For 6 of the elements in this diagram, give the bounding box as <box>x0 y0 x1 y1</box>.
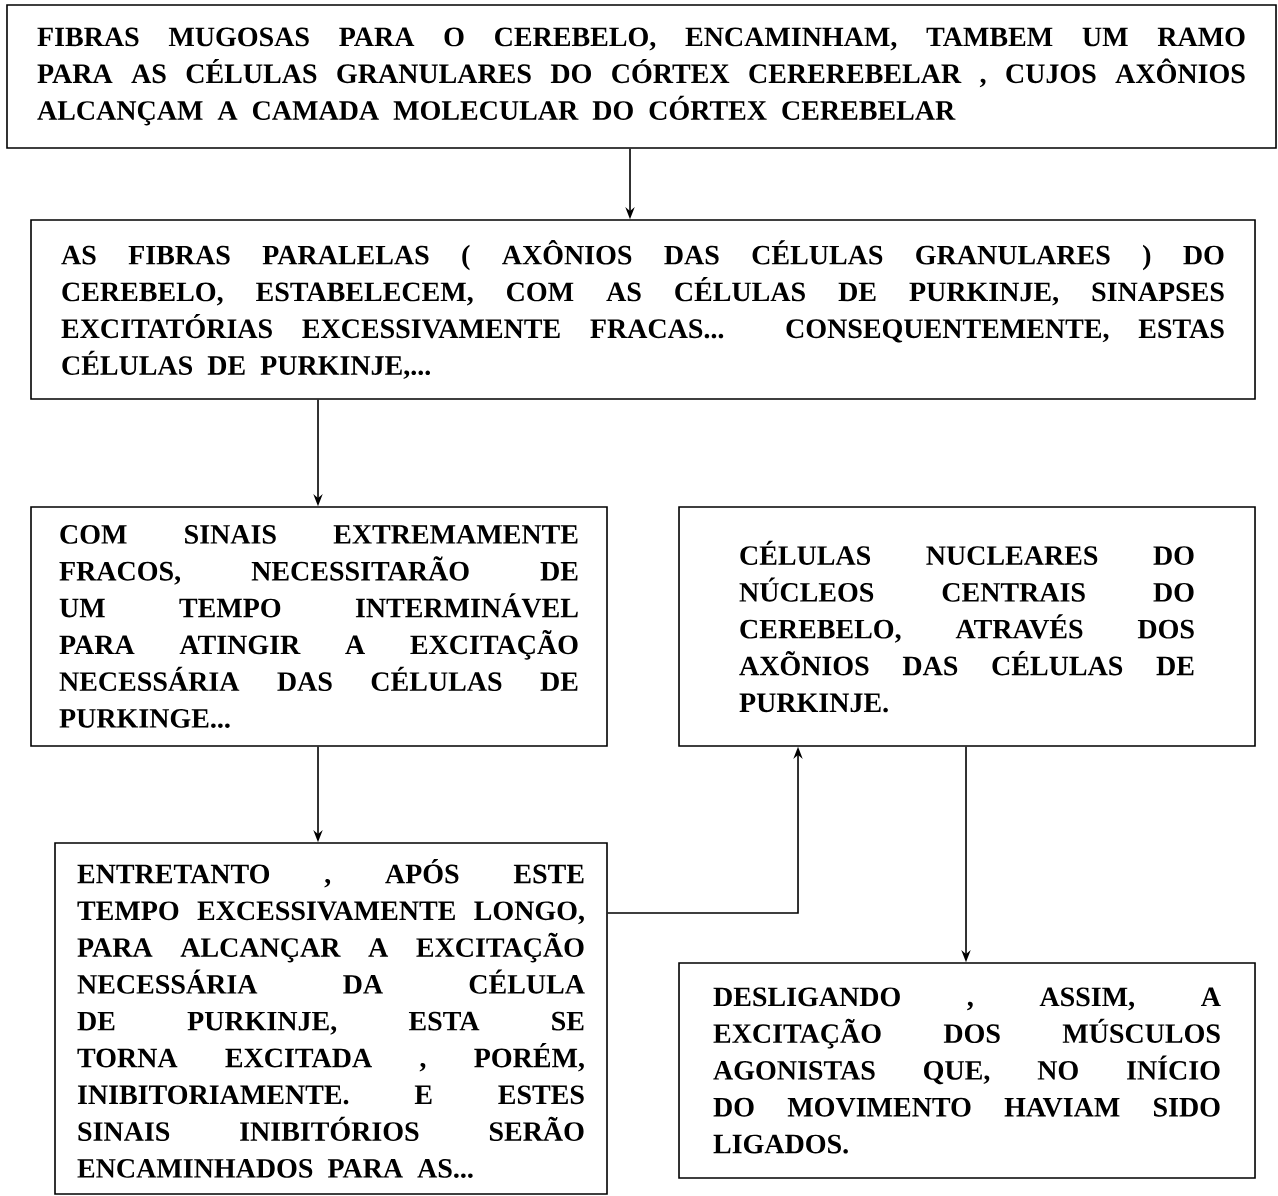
text-box: ENTRETANTO , APÓS ESTE TEMPO EXCESSIVAMENTE LONGO, PARA ALCANÇAR A EXCITAÇÃO NECESSÁRIA DA CÉLULA DE PURKINJE, ESTA SE TORNA EXCITADA , PORÉM, INIBITORIAMENTE. E ESTES SINAIS INIBITÓRIOS SERÃO ENCAMINHADOS PARA AS... <box>54 842 608 1195</box>
text-box: CÉLULAS NUCLEARES DO NÚCLEOS CENTRAIS DO CEREBELO, ATRAVÉS DOS AXÕNIOS DAS CÉLULAS DE PURKINJE. <box>678 506 1256 747</box>
text-box: DESLIGANDO , ASSIM, A EXCITAÇÃO DOS MÚSCULOS AGONISTAS QUE, NO INÍCIO DO MOVIMENTO HAVIAM SIDO LIGADOS. <box>678 962 1256 1179</box>
text-box: COM SINAIS EXTREMAMENTE FRACOS, NECESSITARÃO DE UM TEMPO INTERMINÁVEL PARA ATINGIR A EXCITAÇÃO NECESSÁRIA DAS CÉLULAS DE PURKINGE... <box>30 506 608 747</box>
text-box: FIBRAS MUGOSAS PARA O CEREBELO, ENCAMINHAM, TAMBEM UM RAMO PARA AS CÉLULAS GRANULARES DO CÓRTEX CEREREBELAR , CUJOS AXÔNIOS ALCANÇAM A CAMADA MOLECULAR DO CÓRTEX CEREBELAR <box>6 4 1277 149</box>
text-box: AS FIBRAS PARALELAS ( AXÔNIOS DAS CÉLULAS GRANULARES ) DO CEREBELO, ESTABELECEM, COM AS CÉLULAS DE PURKINJE, SINAPSES EXCITATÓRIAS EXCESSIVAMENTE FRACAS... CONSEQUENTEMENTE, ESTAS CÉLULAS DE PURKINJE,... <box>30 219 1256 400</box>
